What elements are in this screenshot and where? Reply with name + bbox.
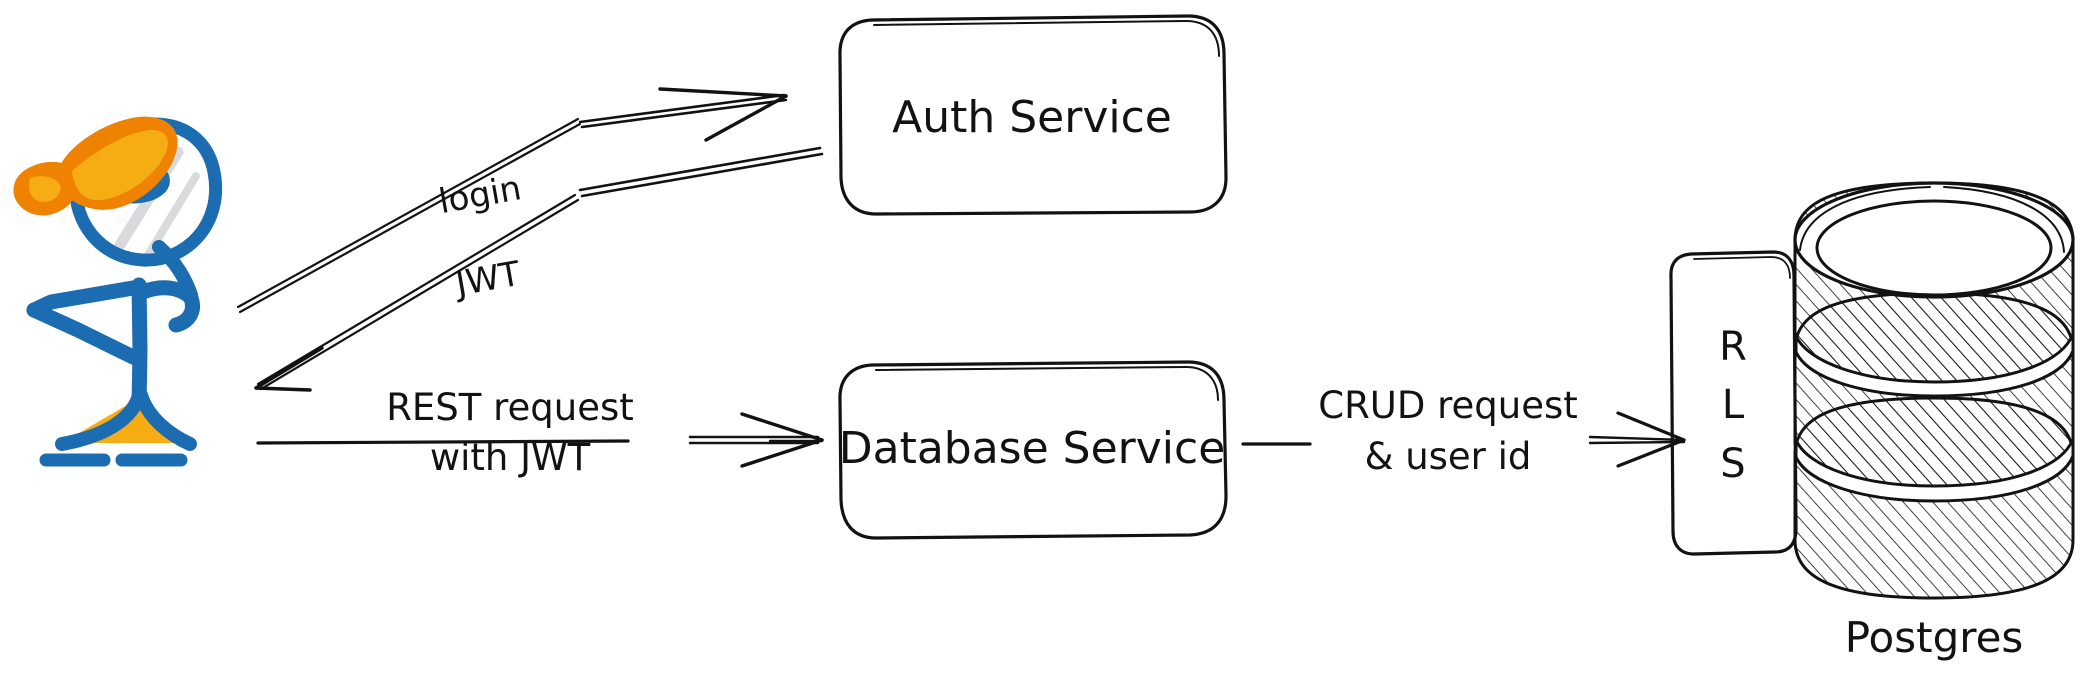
db-top-ellipse-inner [1815, 199, 2053, 297]
auth-service-label: Auth Service [892, 92, 1172, 143]
arm-right-lower [168, 290, 200, 333]
node-auth-service[interactable]: Auth Service [838, 14, 1228, 216]
crud-edge-label-line2: & user id [1365, 435, 1532, 478]
rls-label-s: S [1720, 441, 1745, 487]
db-divider-upper [1794, 333, 2075, 398]
node-database-service[interactable]: Database Service [838, 360, 1228, 540]
arm-left-upper [26, 280, 141, 318]
torso [131, 277, 148, 413]
arm-left-lower [26, 302, 141, 365]
rest-edge-label-line2: with JWT [430, 436, 591, 479]
database-service-label: Database Service [839, 423, 1226, 474]
node-rls[interactable]: R L S [1669, 250, 1798, 556]
crud-edge-label-line1: CRUD request [1318, 384, 1578, 427]
crud-edge: CRUD request & user id [1241, 384, 1686, 478]
hat-tail-icon [28, 176, 61, 202]
rls-label-l: L [1722, 382, 1745, 428]
rls-label-r: R [1719, 324, 1747, 370]
rest-edge: REST request with JWT [256, 386, 824, 479]
login-edge-label: login [436, 168, 525, 222]
rest-edge-label-line1: REST request [386, 386, 634, 429]
hat-inner-icon [72, 129, 168, 201]
postgres-label: Postgres [1845, 613, 2024, 662]
skirt-edge-right [134, 388, 197, 451]
node-postgres[interactable]: Postgres [1793, 181, 2075, 662]
user-stick-figure [13, 116, 222, 467]
jwt-edge: JWT [254, 146, 824, 392]
db-divider-lower [1794, 438, 2075, 503]
